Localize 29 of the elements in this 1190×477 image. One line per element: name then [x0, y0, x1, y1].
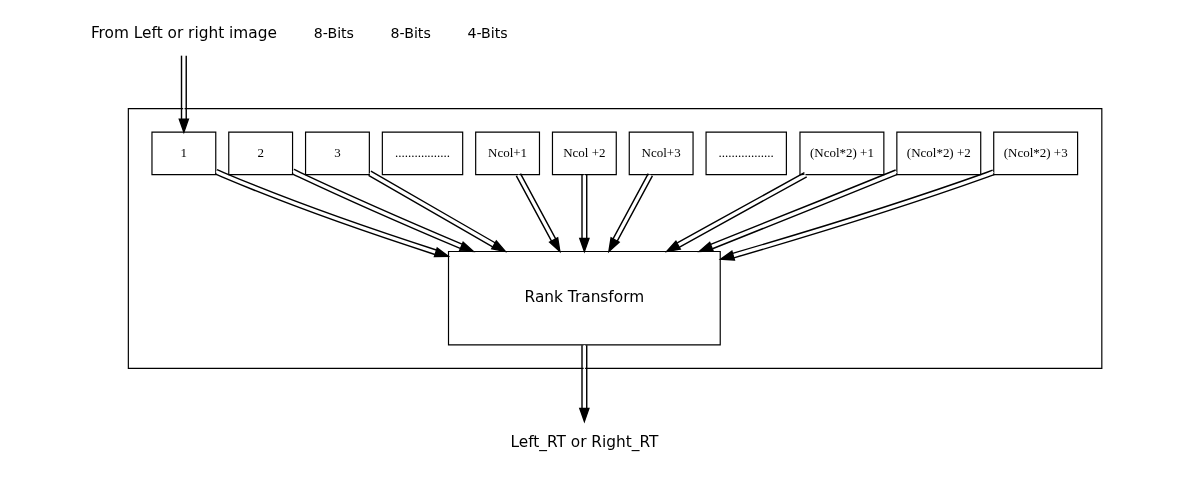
arrow: [607, 172, 654, 254]
node-box: Ncol+3: [628, 131, 694, 176]
node-box: Ncol+1: [475, 131, 541, 176]
arrow: [578, 174, 590, 254]
arrow: [367, 170, 508, 253]
arrow: [578, 344, 590, 424]
arrow: [214, 168, 451, 258]
cluster: [127, 107, 1103, 370]
arrow: [178, 54, 190, 135]
node-box: (Ncol*2) +1: [799, 131, 885, 176]
node-text: Left_RT or Right_RT: [510, 432, 659, 451]
node-box: Rank Transform: [447, 250, 721, 346]
node-box: 3: [304, 131, 370, 176]
arrow: [718, 169, 996, 261]
arrow: [664, 171, 808, 253]
node-box: 2: [228, 131, 294, 176]
arrow: [291, 168, 476, 253]
arrow: [697, 169, 899, 253]
node-box: (Ncol*2) +3: [993, 131, 1079, 176]
node-box: Ncol +2: [551, 131, 617, 176]
node-box: .................: [381, 131, 464, 176]
label: 8-Bits: [390, 24, 431, 41]
label: 4-Bits: [467, 24, 508, 41]
node-box: .................: [705, 131, 787, 176]
arrow: [515, 172, 561, 254]
node-box: (Ncol*2) +2: [896, 131, 982, 176]
node-box: 1: [151, 131, 217, 176]
node-text: From Left or right image: [90, 24, 277, 43]
label: 8-Bits: [313, 24, 354, 41]
